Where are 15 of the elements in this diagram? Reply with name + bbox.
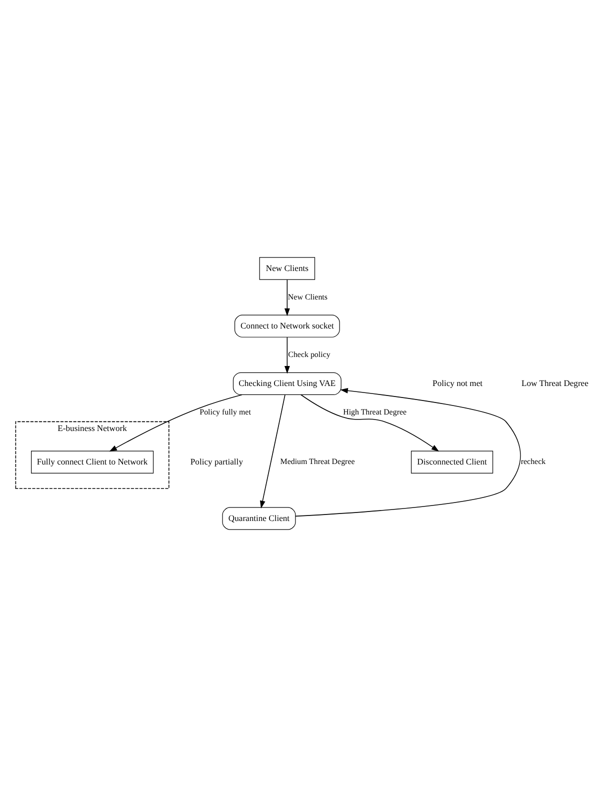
node-box: Connect to Network socket [234, 314, 340, 338]
label: Policy not met [432, 378, 483, 388]
node-box: Fully connect Client to Network [31, 450, 154, 474]
label: Low Threat Degree [522, 378, 588, 388]
arrow [300, 394, 440, 452]
node-box: Quarantine Client [222, 507, 296, 530]
arrow [284, 279, 290, 316]
node-box: Checking Client Using VAE [232, 372, 342, 396]
node-box: Disconnected Client [410, 450, 494, 474]
arrow [109, 394, 242, 452]
label: Policy partially [190, 456, 243, 466]
arrow [284, 336, 290, 374]
arrow [295, 388, 521, 517]
arrow [260, 394, 286, 508]
node-box: New Clients [259, 257, 316, 280]
